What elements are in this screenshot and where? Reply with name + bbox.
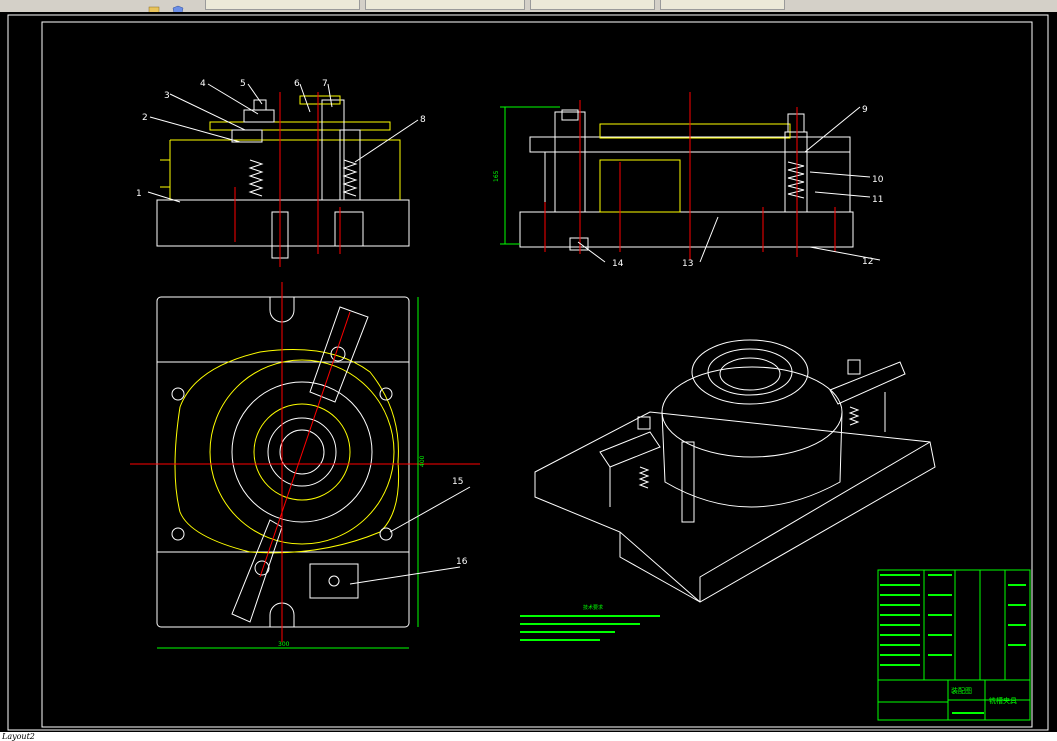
- tab-4[interactable]: [660, 0, 785, 10]
- balloon-7: 7: [322, 79, 328, 89]
- balloon-6: 6: [294, 79, 300, 89]
- balloon-8: 8: [420, 115, 426, 125]
- balloon-11: 11: [872, 195, 883, 205]
- title-block-part-name: 铣槽夹具: [989, 696, 1017, 705]
- balloon-9: 9: [862, 105, 868, 115]
- balloon-2: 2: [142, 113, 148, 123]
- balloon-5: 5: [240, 79, 246, 89]
- balloon-4: 4: [200, 79, 206, 89]
- drawing-canvas[interactable]: 165 300 400: [0, 12, 1057, 732]
- balloon-1: 1: [136, 189, 142, 199]
- assembly-drawing: 165 300 400: [7, 14, 1049, 731]
- balloon-10: 10: [872, 175, 884, 185]
- balloon-16: 16: [456, 557, 468, 567]
- balloon-15: 15: [452, 477, 463, 487]
- tech-notes-title: 技术要求: [583, 604, 603, 611]
- folder-icon[interactable]: [148, 0, 160, 15]
- technical-notes: 技术要求: [520, 604, 660, 641]
- front-section-view: [156, 92, 410, 267]
- tab-1[interactable]: [205, 0, 360, 10]
- side-section-view: 165: [493, 92, 854, 260]
- outer-border: [7, 14, 1049, 731]
- balloon-labels: 1 2 3 4 5 6 7 8 9 10 11 12 13 14 15 16: [136, 79, 884, 585]
- inner-border: [41, 21, 1033, 728]
- shield-icon[interactable]: [172, 0, 184, 16]
- isometric-view: [534, 339, 936, 603]
- title-block-drawing-name: 装配图: [951, 686, 972, 695]
- dimension-width-bottom: 300: [278, 641, 290, 648]
- dimension-height-side: 400: [419, 455, 426, 467]
- balloon-13: 13: [682, 259, 693, 269]
- balloon-12: 12: [862, 257, 873, 267]
- tab-3[interactable]: [530, 0, 655, 10]
- balloon-3: 3: [164, 91, 170, 101]
- title-block: 装配图 铣槽夹具: [877, 569, 1031, 721]
- layout-tab-bar: Layout2: [0, 732, 1057, 741]
- plan-view: 300 400: [130, 282, 480, 649]
- tab-2[interactable]: [365, 0, 525, 10]
- balloon-14: 14: [612, 259, 624, 269]
- dimension-height: 165: [493, 170, 500, 182]
- tab-layout2[interactable]: Layout2: [2, 732, 35, 741]
